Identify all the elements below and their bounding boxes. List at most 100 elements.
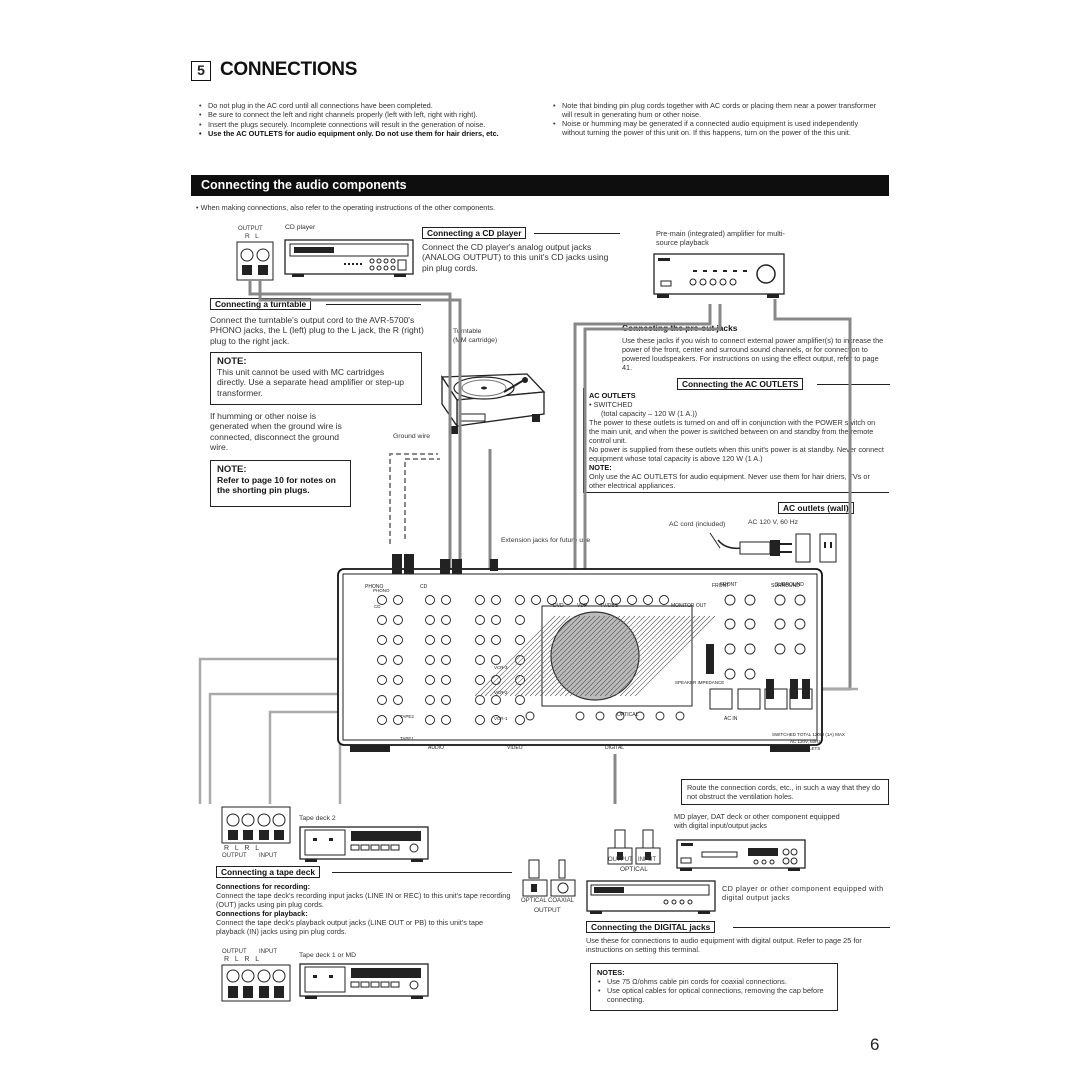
md-label: MD player, DAT deck or other component e… <box>674 812 840 830</box>
tape2-output-label: OUTPUT <box>222 853 247 859</box>
general-note-text: When making connections, also refer to t… <box>200 203 496 212</box>
section-number: 5 <box>197 62 205 78</box>
panel-ac-outlets-label: AC OUTLETS <box>792 746 821 751</box>
ac-outlets-heading: Connecting the AC OUTLETS <box>677 378 804 390</box>
section-number-box: 5 <box>191 61 211 81</box>
panel-monitor-out-label: MONITOR OUT <box>671 603 707 609</box>
panel-switched-label: SWITCHED TOTAL 120W (1A) MAX <box>772 732 845 737</box>
page-number: 6 <box>870 1035 880 1054</box>
avr-rear-panel: PHONO CD FRONT SURROUND <box>198 280 858 804</box>
tape1-input-label: INPUT <box>259 949 277 955</box>
intro-right-item: Noise or humming may be generated if a c… <box>552 119 882 137</box>
cd-heading-rule <box>534 233 620 234</box>
cd-device-label: CD player <box>285 224 316 231</box>
tape2-jacks <box>221 806 291 844</box>
tape1-device <box>299 963 429 999</box>
tape2-device-label: Tape deck 2 <box>299 815 336 822</box>
panel-phono-label: PHONO <box>373 588 390 593</box>
panel-cd-label: CD <box>374 604 381 609</box>
tape1-jacks <box>221 964 291 1002</box>
digital-note-item: Use 75 Ω/ohms cable pin cords for coaxia… <box>597 977 831 986</box>
panel-video-label: VIDEO <box>507 745 523 751</box>
panel-digital-label: DIGITAL <box>605 745 625 751</box>
panel-dvd-label: DVD <box>553 603 564 609</box>
cd-digital-coaxial-label: COAXIAL <box>548 898 575 904</box>
tape2-device <box>299 826 429 862</box>
md-input-label: INPUT <box>638 857 656 863</box>
svg-text:CD: CD <box>420 584 428 590</box>
digital-text: Use these for connections to audio equip… <box>586 936 862 954</box>
tape2-input-label: INPUT <box>259 853 277 859</box>
premain-amplifier-device <box>653 253 785 298</box>
intro-left-item: Use the AC OUTLETS for audio equipment o… <box>198 129 528 138</box>
md-device <box>676 839 806 871</box>
cd-digital-output-label: OUTPUT <box>534 907 561 914</box>
intro-left-item: Be sure to connect the left and right ch… <box>198 110 528 119</box>
panel-ac-rating-label: AC 120V, 60Hz <box>790 739 821 744</box>
panel-tv-dbs-label: TV/DBS <box>600 603 619 609</box>
panel-vcr2-label: VCR-2 <box>494 690 508 695</box>
digital-notes-box: NOTES: Use 75 Ω/ohms cable pin cords for… <box>590 963 838 1011</box>
panel-vdp-label: VDP <box>577 603 588 609</box>
svg-text:SURROUND: SURROUND <box>775 582 804 588</box>
digital-heading: Connecting the DIGITAL jacks <box>586 921 716 933</box>
turntable-text: Connect the turntable's output cord to t… <box>210 315 424 346</box>
turntable-heading-rule <box>326 304 421 305</box>
tape-play-text: Connect the tape deck's playback output … <box>216 918 484 936</box>
md-optical-label: OPTICAL <box>620 866 648 873</box>
digital-note-item: Use optical cables for optical connectio… <box>597 986 831 1004</box>
ac-outlets-note-title: NOTE: <box>589 463 612 472</box>
digital-notes-list: Use 75 Ω/ohms cable pin cords for coaxia… <box>597 977 831 1004</box>
ac-voltage-label: AC 120 V, 60 Hz <box>748 519 799 526</box>
intro-right-list: Note that binding pin plug cords togethe… <box>552 101 882 138</box>
panel-audio-label: AUDIO <box>428 745 444 751</box>
premain-label: Pre-main (integrated) amplifier for mult… <box>656 229 785 247</box>
tape2-rl: R L R L <box>224 845 260 852</box>
route-note: Route the connection cords, etc., in suc… <box>681 779 889 805</box>
tape1-device-label: Tape deck 1 or MD <box>299 952 357 959</box>
section-banner: Connecting the audio components <box>191 175 889 196</box>
panel-tape1-label: TAPE1 <box>400 736 414 741</box>
cd-digital-label: CD player or other component equipped wi… <box>722 884 884 902</box>
cd-digital-jacks <box>522 859 576 897</box>
note2-title: NOTE: <box>217 464 247 475</box>
panel-ac-in-label: AC IN <box>724 716 738 722</box>
cd-text: Connect the CD player's analog output ja… <box>422 242 609 273</box>
panel-tape2-label: TAPE2 <box>400 714 414 719</box>
ac-outlets-heading-rule <box>817 384 890 385</box>
note2-box: NOTE: Refer to page 10 for notes on the … <box>210 460 351 507</box>
ac-outlets-p2: No power is supplied from these outlets … <box>589 445 884 463</box>
ac-outlets-box: AC OUTLETS • SWITCHED (total capacity – … <box>583 388 889 493</box>
cd-digital-optical-label: OPTICAL <box>521 898 547 904</box>
cd-digital-device <box>586 880 716 914</box>
wall-outlet-and-plug <box>709 532 837 563</box>
extension-label: Extension jacks for future use <box>501 537 591 544</box>
ac-outlets-switched: • SWITCHED <box>589 400 633 409</box>
panel-optical-label: OPTICAL <box>617 712 639 718</box>
svg-text:PHONO: PHONO <box>365 584 383 590</box>
svg-text:FRONT: FRONT <box>720 582 737 588</box>
turntable-note-title: NOTE: <box>217 356 247 367</box>
cd-output-jacks <box>236 241 274 281</box>
cd-output-label: OUTPUT <box>238 226 263 232</box>
banner-title: Connecting the audio components <box>201 178 407 192</box>
intro-left-item: Do not plug in the AC cord until all con… <box>198 101 528 110</box>
turntable-hum-text: If humming or other noise is generated w… <box>210 411 342 453</box>
panel-surround-label: SURROUND <box>771 583 800 589</box>
ground-wire-label: Ground wire <box>393 433 431 440</box>
ac-outlets-p1: The power to these outlets is turned on … <box>589 418 876 445</box>
ac-wall-heading: AC outlets (wall) <box>778 502 854 514</box>
ac-cord-label: AC cord (included) <box>669 521 726 528</box>
note2-text: Refer to page 10 for notes on the shorti… <box>217 475 336 496</box>
cd-player-device <box>284 239 414 277</box>
cd-heading: Connecting a CD player <box>422 227 527 239</box>
panel-vcr1-label: VCR-1 <box>494 716 508 721</box>
preout-text: Use these jacks if you wish to connect e… <box>622 336 884 372</box>
tape-rec-text: Connect the tape deck's recording input … <box>216 891 511 909</box>
panel-speaker-impedance-label: SPEAKER IMPEDANCE <box>675 680 725 685</box>
turntable-note-box: NOTE: This unit cannot be used with MC c… <box>210 352 422 405</box>
tape-heading: Connecting a tape deck <box>216 866 321 878</box>
general-note: • When making connections, also refer to… <box>196 203 496 212</box>
tape-text-block: Connections for recording: Connect the t… <box>216 882 512 936</box>
tape1-output-label: OUTPUT <box>222 949 247 955</box>
